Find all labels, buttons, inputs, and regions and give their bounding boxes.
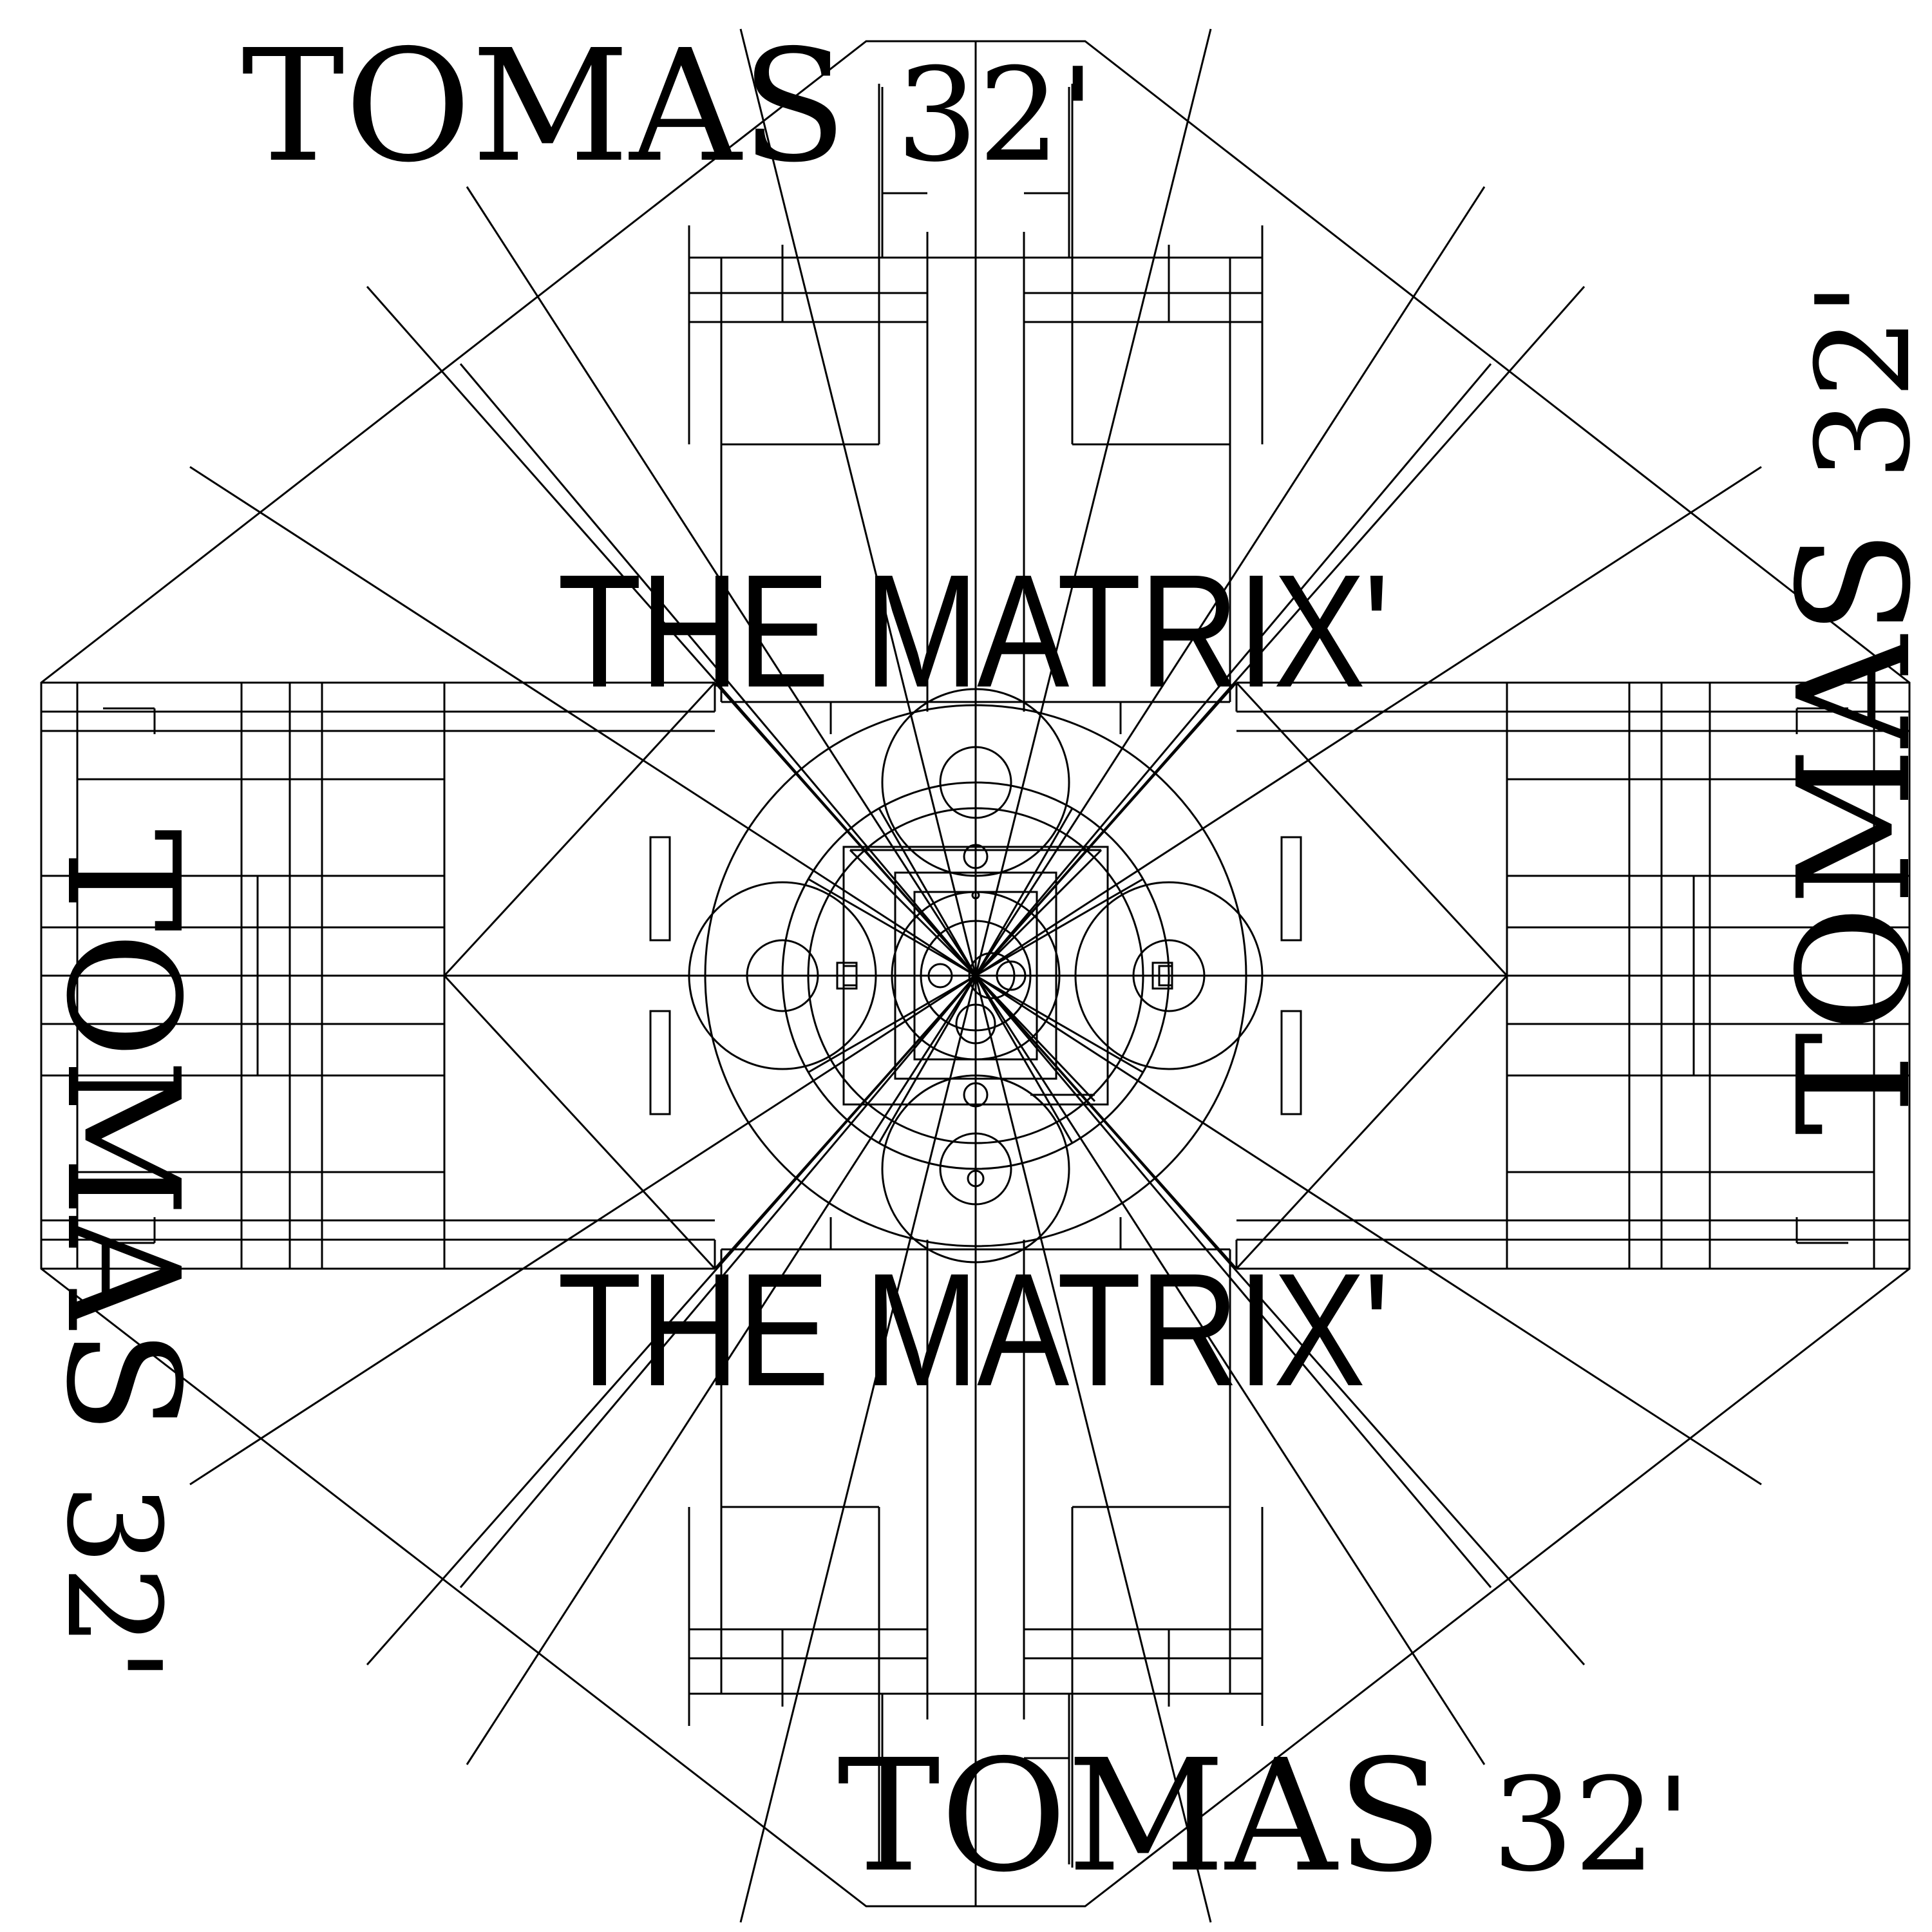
line-13 xyxy=(974,28,1212,976)
line-8 xyxy=(459,363,977,976)
line-11 xyxy=(974,975,1492,1588)
line-180 xyxy=(878,975,977,1144)
matrix-title-top: THE MATRIX' xyxy=(557,541,1390,721)
tomas-number: 32' xyxy=(896,41,1096,191)
tomas-label-right: TOMAS 32' xyxy=(1765,281,1932,1135)
tomas-number: 32' xyxy=(1789,281,1932,481)
line-4 xyxy=(189,466,976,977)
matrix-title-bottom: THE MATRIX' xyxy=(557,1240,1390,1419)
frame-rect-147 xyxy=(1280,1010,1302,1115)
line-9 xyxy=(974,363,1492,976)
line-189 xyxy=(849,849,977,977)
line-190 xyxy=(974,849,1103,977)
tomas-label-left: TOMAS 32' xyxy=(32,829,213,1683)
line-187 xyxy=(975,878,1144,977)
line-5 xyxy=(975,466,1762,977)
line-184 xyxy=(878,808,977,976)
line-181 xyxy=(808,974,976,1074)
line-23 xyxy=(1235,974,1508,1270)
line-10 xyxy=(459,975,977,1588)
tomas-word: TOMAS xyxy=(837,1726,1443,1906)
octagon-outline xyxy=(40,40,1911,1908)
tomas-word: TOMAS xyxy=(1765,529,1932,1136)
line-12 xyxy=(739,28,977,976)
line-7 xyxy=(975,974,1762,1486)
tomas-label-bottom: TOMAS 32' xyxy=(837,1739,1691,1893)
line-15 xyxy=(974,975,1212,1923)
line-177 xyxy=(975,974,1144,1074)
circle-151 xyxy=(704,704,1247,1247)
line-178 xyxy=(974,975,1074,1144)
tomas-number: 32' xyxy=(1492,1750,1692,1900)
frame-rect-144 xyxy=(649,836,671,942)
tomas-number: 32' xyxy=(38,1483,188,1683)
line-14 xyxy=(739,975,977,1923)
line-183 xyxy=(808,878,976,977)
circle-166 xyxy=(967,1170,985,1188)
line-6 xyxy=(189,974,976,1486)
line-20 xyxy=(443,681,716,977)
line-21 xyxy=(443,974,716,1270)
tomas-word: TOMAS xyxy=(242,16,848,196)
line-22 xyxy=(1235,681,1508,977)
line-191 xyxy=(974,974,1096,1103)
line-186 xyxy=(974,808,1074,976)
frame-rect-146 xyxy=(649,1010,671,1115)
tomas-word: TOMAS xyxy=(32,828,213,1435)
frame-rect-145 xyxy=(1280,836,1302,942)
tomas-label-top: TOMAS 32' xyxy=(242,29,1095,184)
